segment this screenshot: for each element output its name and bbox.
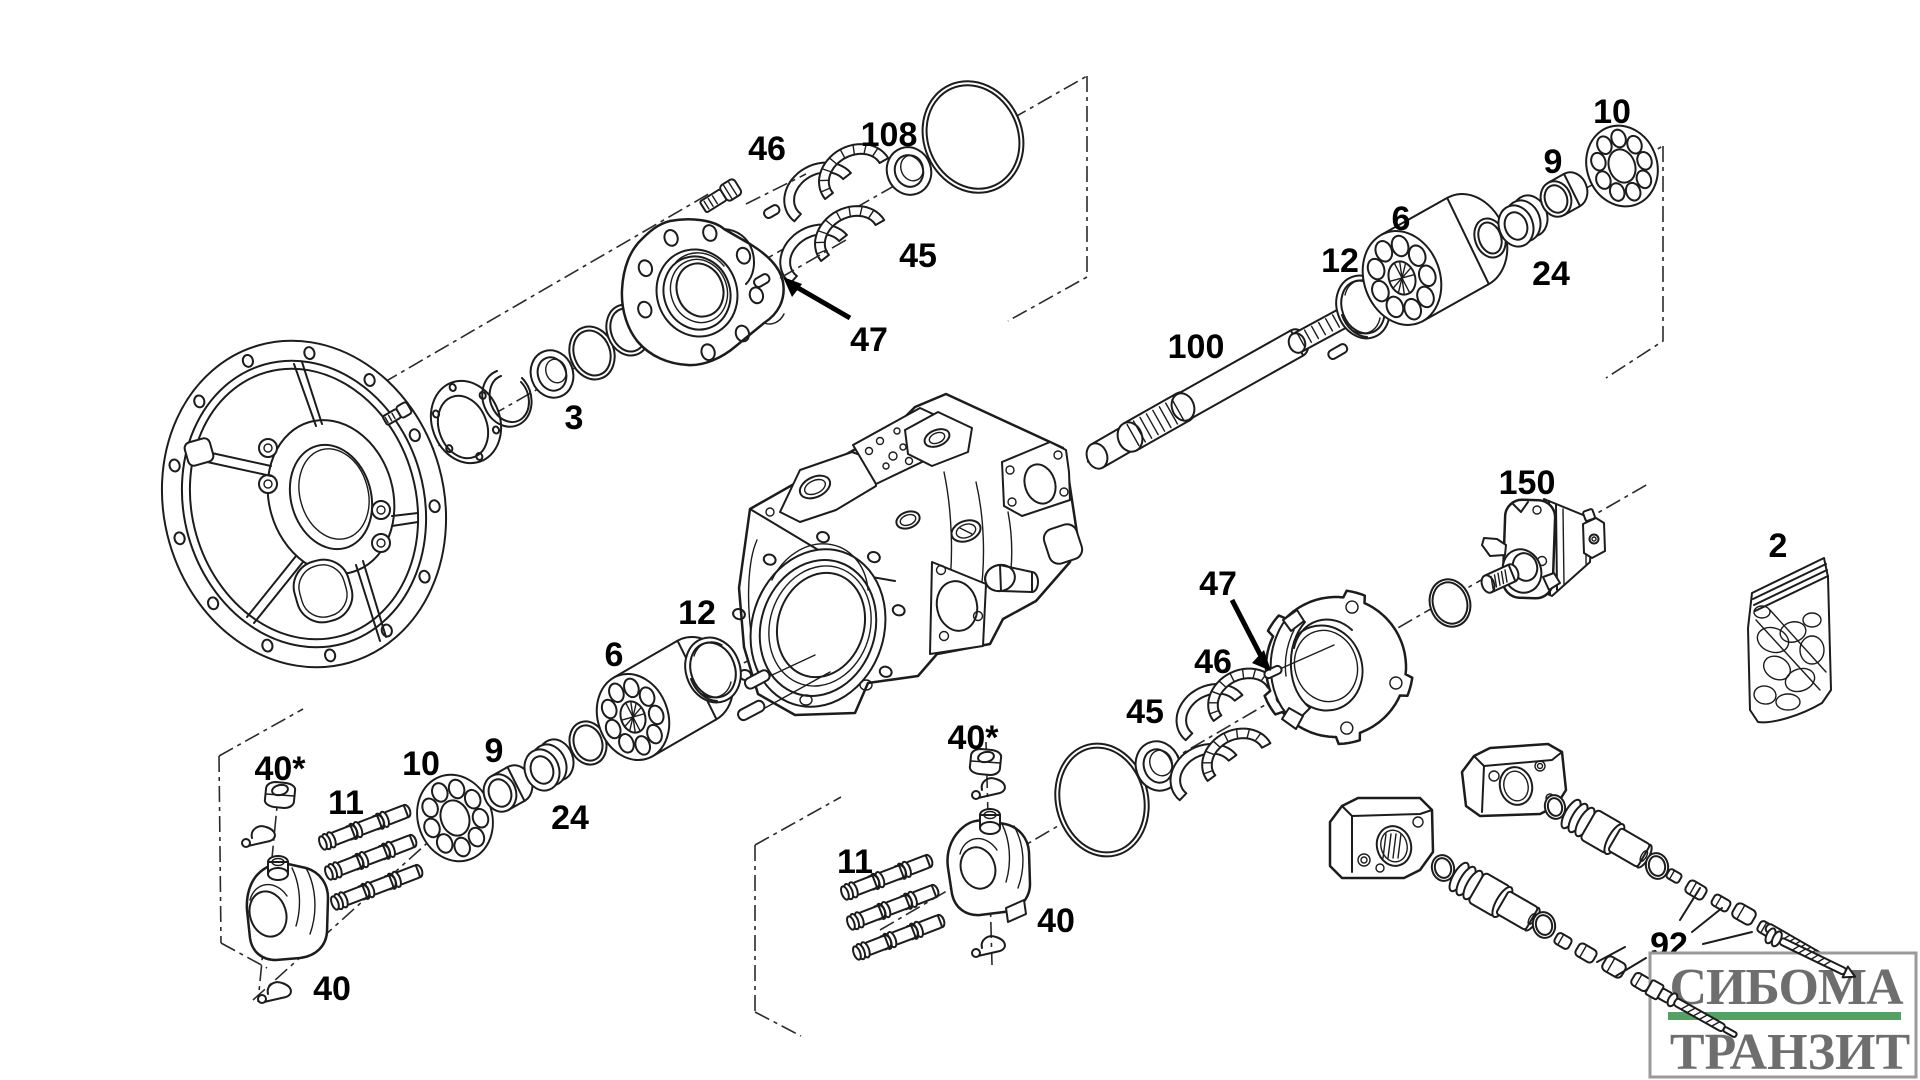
svg-text:11: 11 (328, 784, 364, 822)
svg-text:47: 47 (1199, 565, 1237, 603)
svg-text:10: 10 (1593, 93, 1631, 131)
svg-text:24: 24 (551, 799, 589, 837)
svg-text:2: 2 (1769, 527, 1788, 565)
svg-text:24: 24 (1532, 255, 1570, 293)
svg-text:40: 40 (313, 970, 351, 1008)
svg-text:11: 11 (837, 843, 873, 881)
svg-text:6: 6 (1392, 200, 1411, 238)
svg-text:47: 47 (850, 321, 888, 359)
svg-text:46: 46 (748, 130, 786, 168)
svg-text:40*: 40* (254, 750, 306, 788)
svg-text:40*: 40* (947, 719, 999, 757)
svg-text:108: 108 (861, 116, 918, 154)
svg-text:100: 100 (1168, 328, 1225, 366)
svg-text:СИБОМА: СИБОМА (1669, 959, 1904, 1016)
svg-text:150: 150 (1499, 464, 1556, 502)
svg-text:ТРАНЗИТ: ТРАНЗИТ (1670, 1024, 1910, 1080)
svg-text:45: 45 (899, 237, 937, 275)
svg-text:12: 12 (1321, 242, 1359, 280)
svg-text:10: 10 (402, 745, 440, 783)
svg-text:45: 45 (1126, 693, 1164, 731)
svg-text:40: 40 (1037, 902, 1075, 940)
svg-text:3: 3 (565, 399, 584, 437)
svg-text:6: 6 (605, 636, 624, 674)
svg-text:9: 9 (485, 732, 504, 770)
svg-text:9: 9 (1544, 143, 1563, 181)
svg-text:46: 46 (1194, 643, 1232, 681)
svg-text:12: 12 (678, 594, 716, 632)
